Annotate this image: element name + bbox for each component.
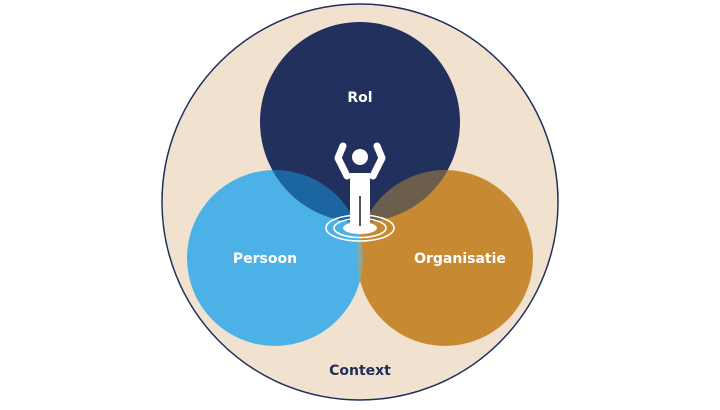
label-rol: Rol [347,90,372,106]
person-arms-raised-icon [325,142,395,242]
label-persoon: Persoon [233,251,297,267]
organisatie-circle [357,170,533,346]
rol-circle [260,22,460,222]
label-organisatie: Organisatie [414,251,506,267]
persoon-circle [187,170,363,346]
label-context: Context [329,363,391,379]
